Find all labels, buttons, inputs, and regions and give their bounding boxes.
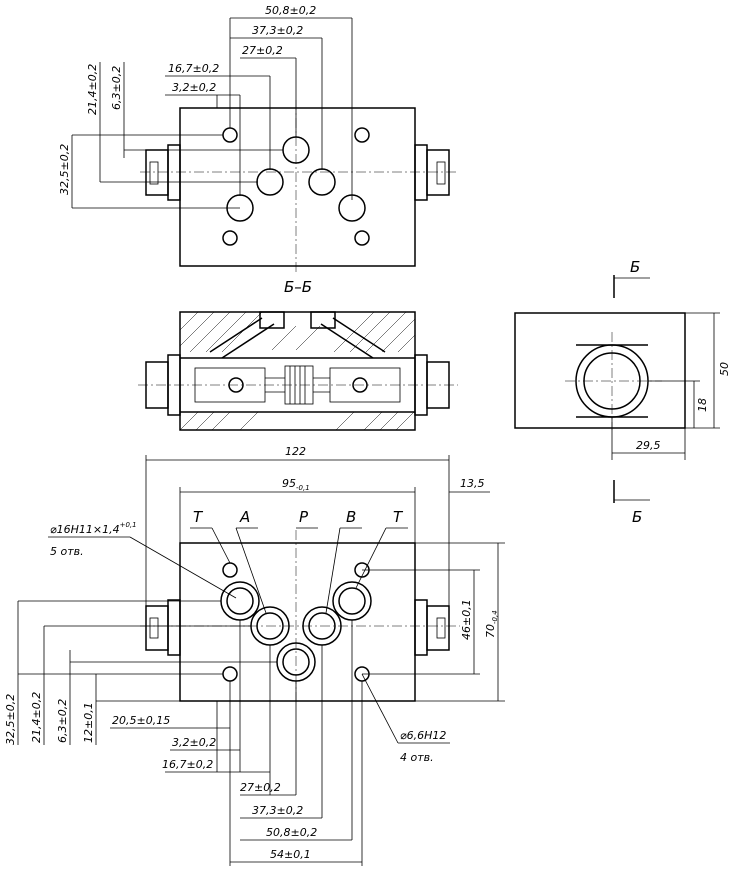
top-right-plug xyxy=(426,149,450,196)
top-dim-6-3: 6,3±0,2 xyxy=(110,66,123,110)
section-hatching xyxy=(179,311,416,431)
side-view: 50 18 29,5 Б Б xyxy=(514,258,731,526)
bore-count: 5 отв. xyxy=(50,545,84,558)
cut-mark-top: Б xyxy=(630,258,640,276)
bottom-view-body xyxy=(179,542,416,702)
top-hole xyxy=(354,127,370,143)
bottom-view: T A P B T 122 95-0,1 13,5 ⌀16H11×1,4+0,1… xyxy=(4,445,505,866)
dim-bottom-16-7: 16,7±0,2 xyxy=(162,758,213,771)
cut-mark-bottom: Б xyxy=(632,508,642,526)
dim-left-21-4: 21,4±0,2 xyxy=(30,692,43,743)
bore-callout-tol: +0,1 xyxy=(120,521,137,529)
top-dim-32-5: 32,5±0,2 xyxy=(58,144,71,195)
top-dim-16-7: 16,7±0,2 xyxy=(168,62,219,75)
port-label-t-left: T xyxy=(193,508,204,526)
dim-bottom-3-2: 3,2±0,2 xyxy=(172,736,216,749)
dim-13-5: 13,5 xyxy=(460,477,485,490)
side-dim-18: 18 xyxy=(696,398,709,412)
side-dim-50: 50 xyxy=(718,362,731,376)
dim-bottom-20-5: 20,5±0,15 xyxy=(112,714,170,727)
top-view-body xyxy=(179,107,416,267)
dim-70-value: 70 xyxy=(484,624,497,638)
dim-bottom-54: 54±0,1 xyxy=(270,848,311,861)
dim-70: 70-0,4 xyxy=(484,610,499,638)
top-left-cap xyxy=(167,144,181,201)
top-hole xyxy=(354,230,370,246)
port-label-b: B xyxy=(346,508,356,526)
top-port xyxy=(256,168,284,196)
dim-bottom-50-8: 50,8±0,2 xyxy=(266,826,317,839)
dim-46: 46±0,1 xyxy=(460,599,473,640)
screw-callout: ⌀6,6H12 xyxy=(400,729,446,742)
top-dim-37-3: 37,3±0,2 xyxy=(252,24,303,37)
dim-bottom-27: 27±0,2 xyxy=(240,781,281,794)
top-hole xyxy=(222,230,238,246)
dim-bottom-37-3: 37,3±0,2 xyxy=(252,804,303,817)
top-port xyxy=(308,168,336,196)
dim-95: 95-0,1 xyxy=(282,477,310,492)
dim-70-tol: -0,4 xyxy=(491,610,499,624)
top-right-cap xyxy=(414,144,428,201)
dim-left-32-5: 32,5±0,2 xyxy=(4,694,17,745)
port-label-t-right: T xyxy=(393,508,404,526)
side-dim-29-5: 29,5 xyxy=(636,439,661,452)
bore-callout: ⌀16H11×1,4+0,1 xyxy=(50,521,137,536)
top-right-plug-slot xyxy=(436,161,446,185)
top-dim-3-2: 3,2±0,2 xyxy=(172,81,216,94)
dim-left-6-3: 6,3±0,2 xyxy=(56,699,69,743)
dim-95-tol: -0,1 xyxy=(296,484,310,492)
screw-count: 4 отв. xyxy=(400,751,434,764)
port-label-a: A xyxy=(239,508,250,526)
top-left-plug xyxy=(145,149,169,196)
top-dim-27: 27±0,2 xyxy=(242,44,283,57)
dim-left-12: 12±0,1 xyxy=(82,702,95,743)
top-view: 50,8±0,2 37,3±0,2 27±0,2 16,7±0,2 3,2±0,… xyxy=(58,4,458,272)
side-view-body xyxy=(514,312,686,429)
top-dim-50-8: 50,8±0,2 xyxy=(265,4,316,17)
top-hole xyxy=(222,127,238,143)
port-label-p: P xyxy=(299,508,309,526)
dim-95-value: 95 xyxy=(282,477,296,490)
top-left-plug-slot xyxy=(149,161,159,185)
section-title: Б–Б xyxy=(284,278,312,296)
dim-122: 122 xyxy=(285,445,306,458)
bore-callout-size: ⌀16H11×1,4 xyxy=(50,523,120,536)
section-view: Б–Б xyxy=(138,278,458,431)
top-dim-21-4: 21,4±0,2 xyxy=(86,64,99,115)
